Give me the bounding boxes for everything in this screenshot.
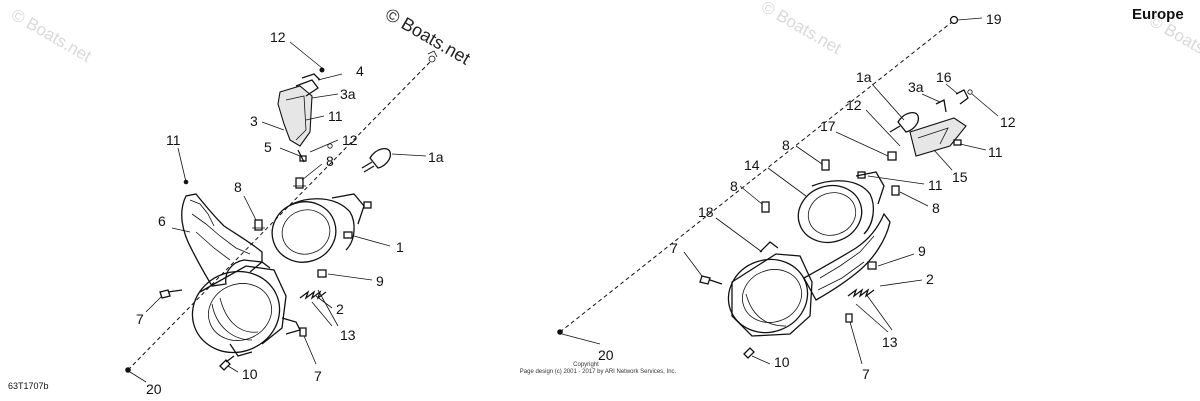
callout-label: 16 bbox=[936, 69, 952, 85]
callout-label: 13 bbox=[882, 334, 898, 350]
copyright-line: Copyright bbox=[573, 362, 599, 368]
callout-label: 8 bbox=[234, 179, 242, 195]
diagram-code: 63T1707b bbox=[8, 381, 49, 391]
callout-label: 10 bbox=[774, 354, 790, 370]
callout-label: 5 bbox=[264, 139, 272, 155]
callout-label: 8 bbox=[782, 137, 790, 153]
callout-label: 8 bbox=[326, 153, 334, 169]
callout-label: 4 bbox=[356, 63, 364, 79]
callout-label: 2 bbox=[926, 271, 934, 287]
left-assembly bbox=[125, 50, 438, 373]
callout-label: 12 bbox=[270, 29, 286, 45]
callout-label: 19 bbox=[986, 11, 1002, 27]
callout-label: 9 bbox=[376, 273, 384, 289]
callout-label: 1 bbox=[396, 239, 404, 255]
callout-label: 20 bbox=[598, 347, 614, 363]
callout-label: 20 bbox=[146, 381, 162, 397]
callout-label: 7 bbox=[136, 311, 144, 327]
callout-label: 9 bbox=[918, 243, 926, 259]
callout-label: 7 bbox=[862, 366, 870, 382]
callout-label: 7 bbox=[670, 240, 678, 256]
callout-label: 14 bbox=[744, 157, 760, 173]
callout-label: 11 bbox=[166, 132, 181, 148]
callout-label: 15 bbox=[952, 169, 968, 185]
callout-label: 18 bbox=[698, 204, 714, 220]
callout-label: 12 bbox=[342, 132, 358, 148]
watermark: © Boats.net bbox=[8, 5, 95, 66]
callout-label: 8 bbox=[730, 178, 738, 194]
callout-label: 1a bbox=[856, 69, 872, 85]
watermark: © Boats.net bbox=[382, 4, 474, 68]
callouts-right: 19 1a 3a 16 12 12 17 11 8 14 15 11 8 18 … bbox=[598, 11, 1016, 382]
callout-label: 17 bbox=[820, 118, 836, 134]
callout-label: 3a bbox=[908, 79, 924, 95]
callout-label: 11 bbox=[988, 144, 1003, 160]
callout-label: 13 bbox=[340, 327, 356, 343]
callout-label: 12 bbox=[846, 97, 862, 113]
callout-label: 8 bbox=[932, 200, 940, 216]
callout-label: 3a bbox=[340, 86, 356, 102]
callout-label: 7 bbox=[314, 368, 322, 384]
watermark: © Boats.net bbox=[758, 0, 845, 58]
callout-label: 2 bbox=[336, 301, 344, 317]
callout-label: 10 bbox=[242, 366, 258, 382]
callout-label: 11 bbox=[328, 108, 343, 124]
leader-lines bbox=[129, 17, 999, 383]
callout-label: 3 bbox=[250, 113, 258, 129]
copyright-line: Page design (c) 2001 - 2017 by ARI Netwo… bbox=[520, 369, 677, 375]
callout-label: 1a bbox=[428, 149, 444, 165]
region-label: Europe bbox=[1132, 6, 1184, 23]
callout-label: 6 bbox=[158, 213, 166, 229]
callout-label: 11 bbox=[928, 177, 943, 193]
callouts-left: 12 4 3a 11 3 12 5 8 1a 11 8 6 1 9 2 7 13… bbox=[136, 29, 444, 397]
right-assembly bbox=[557, 15, 973, 359]
callout-label: 12 bbox=[1000, 114, 1016, 130]
